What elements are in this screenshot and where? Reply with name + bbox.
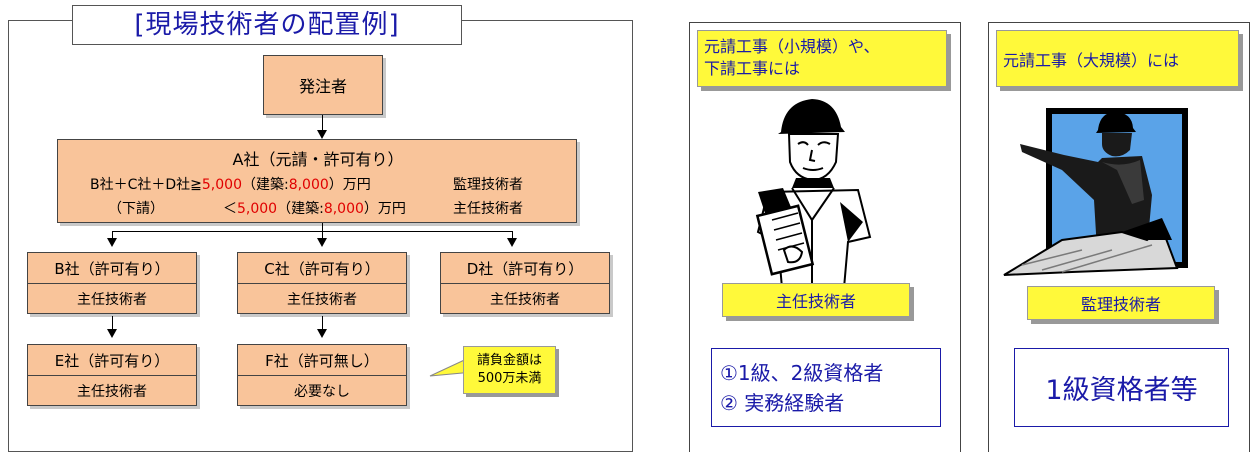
panel-large-heading-text: 元請工事（大規模）には: [1003, 50, 1180, 70]
panel-small-heading-line1: 元請工事（小規模）や、: [704, 37, 880, 56]
arrow-tip: [507, 238, 517, 247]
company-c-role: 主任技術者: [287, 292, 357, 308]
company-b-name: B社（許可有り）: [28, 253, 196, 284]
panel-small-border-right: [960, 22, 961, 452]
worker-pointing-illustration: [1002, 100, 1202, 282]
diagram-title: [現場技術者の配置例]: [72, 5, 462, 45]
qual-line1: ①1級、2級資格者: [720, 361, 884, 385]
company-a-row1: B社＋C社＋D社≧5,000（建築:8,000）万円: [90, 174, 371, 194]
company-b-box: B社（許可有り） 主任技術者: [27, 252, 197, 314]
arrow-tip: [107, 329, 117, 338]
panel-large-border-right: [1249, 22, 1250, 452]
row2-role: 主任技術者: [453, 201, 523, 217]
panel-small-qualification: ①1級、2級資格者 ② 実務経験者: [711, 348, 941, 427]
row1-condition: B社＋C社＋D社≧: [90, 177, 202, 193]
arrow-tip: [317, 130, 327, 139]
row1-unit: ）万円: [328, 177, 371, 193]
panel-large-role: 監理技術者: [1027, 286, 1215, 320]
company-a-box: A社（元請・許可有り） B社＋C社＋D社≧5,000（建築:8,000）万円 監…: [57, 139, 577, 223]
panel-large-qualification: 1級資格者等: [1014, 348, 1229, 427]
company-f-role: 必要なし: [294, 384, 350, 400]
qual-line2: ② 実務経験者: [720, 391, 845, 415]
panel-large-border-top: [988, 22, 1250, 23]
panel-large-heading: 元請工事（大規模）には: [996, 30, 1239, 87]
panel-small-role: 主任技術者: [722, 283, 910, 317]
company-d-name: D社（許可有り）: [441, 253, 609, 284]
panel-large-role-label: 監理技術者: [1080, 295, 1161, 314]
arrow-b-to-e: [112, 316, 113, 330]
arrow-to-c: [322, 231, 323, 239]
callout-line1: 請負金額は: [476, 353, 542, 368]
panel-small-border-left: [689, 22, 690, 452]
worker-clipboard-illustration: [748, 92, 878, 290]
panel-large-border-left: [988, 22, 989, 452]
company-e-box: E社（許可有り） 主任技術者: [27, 344, 197, 406]
row2-building-amount: 8,000: [323, 201, 364, 217]
qual-large-label: 1級資格者等: [1045, 375, 1198, 406]
row2-amount: 5,000: [237, 201, 278, 217]
row1-building-label: （建築:: [241, 177, 289, 193]
company-e-role: 主任技術者: [77, 384, 147, 400]
arrow-to-b: [112, 231, 113, 239]
company-c-box: C社（許可有り） 主任技術者: [237, 252, 407, 314]
company-f-name: F社（許可無し）: [238, 345, 406, 376]
row1-building-amount: 8,000: [288, 177, 329, 193]
row2-unit: ）万円: [363, 201, 406, 217]
arrow-tip: [107, 238, 117, 247]
row1-amount: 5,000: [201, 177, 242, 193]
panel-small-role-label: 主任技術者: [775, 292, 856, 311]
company-c-name: C社（許可有り）: [238, 253, 406, 284]
client-box: 発注者: [263, 55, 383, 115]
company-d-box: D社（許可有り） 主任技術者: [440, 252, 610, 314]
company-a-name: A社（元請・許可有り）: [232, 150, 404, 169]
panel-small-border-top: [689, 22, 961, 23]
row2-subcontract: （下請）: [108, 201, 164, 217]
company-d-role: 主任技術者: [490, 292, 560, 308]
company-b-role: 主任技術者: [77, 292, 147, 308]
arrow-branch-line: [112, 231, 512, 232]
row1-role: 監理技術者: [453, 177, 523, 193]
panel-small-heading-line2: 下請工事には: [704, 59, 801, 78]
company-e-name: E社（許可有り）: [28, 345, 196, 376]
arrow-tip: [317, 329, 327, 338]
row2-less-than: ＜: [223, 201, 237, 217]
callout-line2: 500万未満: [477, 371, 542, 386]
client-label: 発注者: [298, 77, 347, 96]
company-a-row2: ＜5,000（建築:8,000）万円: [223, 198, 406, 218]
callout-note: 請負金額は 500万未満: [463, 346, 556, 394]
arrow-c-to-f: [322, 316, 323, 330]
arrow-to-d: [512, 231, 513, 239]
row2-building-label: （建築:: [277, 201, 324, 217]
company-f-box: F社（許可無し） 必要なし: [237, 344, 407, 406]
arrow-client-to-a: [322, 115, 323, 131]
arrow-tip: [317, 238, 327, 247]
panel-small-heading: 元請工事（小規模）や、 下請工事には: [697, 30, 947, 87]
arrow-a-trunk: [322, 223, 323, 231]
